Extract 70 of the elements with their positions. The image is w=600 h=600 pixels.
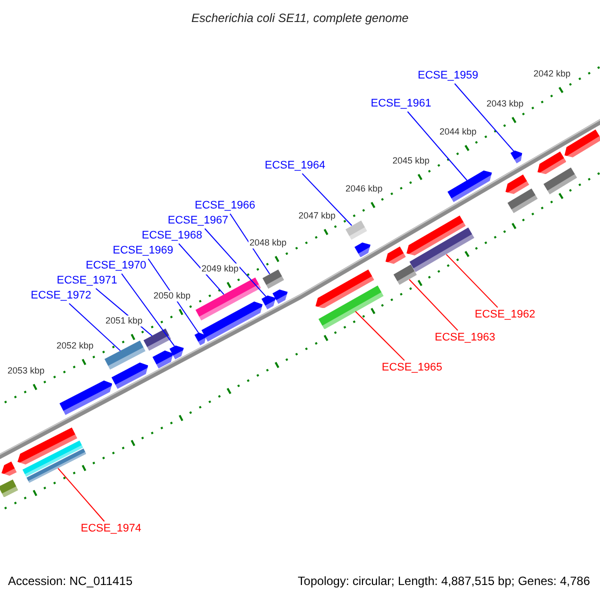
gene-label: ECSE_1959	[418, 70, 478, 82]
gene-feature	[260, 295, 276, 310]
scale-label: 2053 kbp	[6, 366, 46, 376]
gene-bar	[26, 448, 86, 484]
gene-bar	[22, 440, 84, 478]
genome-summary-text: Topology: circular; Length: 4,887,515 bp; Genes: 4,786	[298, 574, 590, 588]
gene-bar	[507, 188, 539, 214]
gene-bar	[0, 478, 18, 498]
gene-feature	[201, 300, 264, 342]
gene-feature	[510, 150, 523, 164]
leader-line	[407, 111, 468, 181]
gene-label: ECSE_1961	[370, 98, 432, 110]
gene-label: ECSE_1963	[434, 332, 496, 344]
leader-line	[68, 303, 121, 352]
gene-feature	[16, 426, 78, 465]
gene-label: ECSE_1971	[56, 274, 118, 288]
gene-feature	[152, 350, 174, 369]
gene-feature	[505, 174, 530, 195]
gene-feature	[110, 362, 148, 390]
scale-label: 2050 kbp	[152, 290, 192, 302]
gene-bar	[542, 167, 578, 195]
scale-label: 2045 kbp	[391, 156, 431, 166]
gene-feature	[406, 214, 467, 256]
leader-line	[302, 173, 352, 226]
gene-bar	[318, 284, 384, 330]
gene-feature	[384, 246, 406, 265]
gene-feature	[194, 332, 207, 346]
gene-feature	[354, 242, 371, 258]
gene-label: ECSE_1964	[264, 160, 326, 172]
gene-bar	[194, 277, 262, 321]
leader-line	[446, 254, 498, 308]
gene-bar	[104, 340, 146, 370]
gene-feature	[272, 288, 289, 304]
gene-feature	[536, 150, 566, 174]
gene-label: ECSE_1965	[382, 362, 442, 374]
leader-line	[408, 278, 458, 331]
gene-feature	[564, 128, 600, 158]
scale-label: 2044 kbp	[438, 126, 478, 138]
scale-label: 2051 kbp	[104, 316, 144, 326]
scale-label: 2046 kbp	[344, 184, 384, 194]
gene-label: ECSE_1970	[86, 260, 146, 272]
leader-line	[178, 243, 224, 295]
gene-label: ECSE_1966	[194, 200, 256, 212]
leader-line	[204, 228, 266, 297]
accession-text: Accession: NC_011415	[8, 574, 133, 588]
leader-line	[121, 273, 175, 347]
scale-label: 2047 kbp	[297, 210, 337, 222]
gene-label: ECSE_1972	[30, 290, 92, 302]
leader-line	[454, 83, 514, 152]
gene-bar	[409, 227, 475, 273]
gene-label: ECSE_1967	[168, 214, 228, 228]
gene-label: ECSE_1969	[112, 244, 174, 258]
scale-label: 2042 kbp	[532, 68, 572, 80]
gene-label: ECSE_1968	[142, 230, 202, 242]
scale-label: 2043 kbp	[485, 98, 525, 110]
gene-label: ECSE_1962	[474, 308, 536, 322]
leader-line	[230, 213, 270, 274]
gene-bar	[392, 264, 418, 286]
gene-feature	[168, 344, 184, 360]
scale-label: 2052 kbp	[55, 340, 95, 352]
scale-label: 2048 kbp	[248, 238, 288, 248]
diagram-title: Escherichia coli SE11, complete genome	[191, 10, 409, 27]
scale-label: 2049 kbp	[200, 264, 240, 274]
gene-label: ECSE_1974	[80, 522, 142, 536]
gene-feature	[58, 380, 112, 416]
leader-line	[354, 310, 405, 361]
gene-bar	[142, 328, 172, 352]
gene-feature	[1, 460, 18, 476]
gene-feature	[446, 170, 492, 203]
gene-feature	[314, 268, 374, 308]
